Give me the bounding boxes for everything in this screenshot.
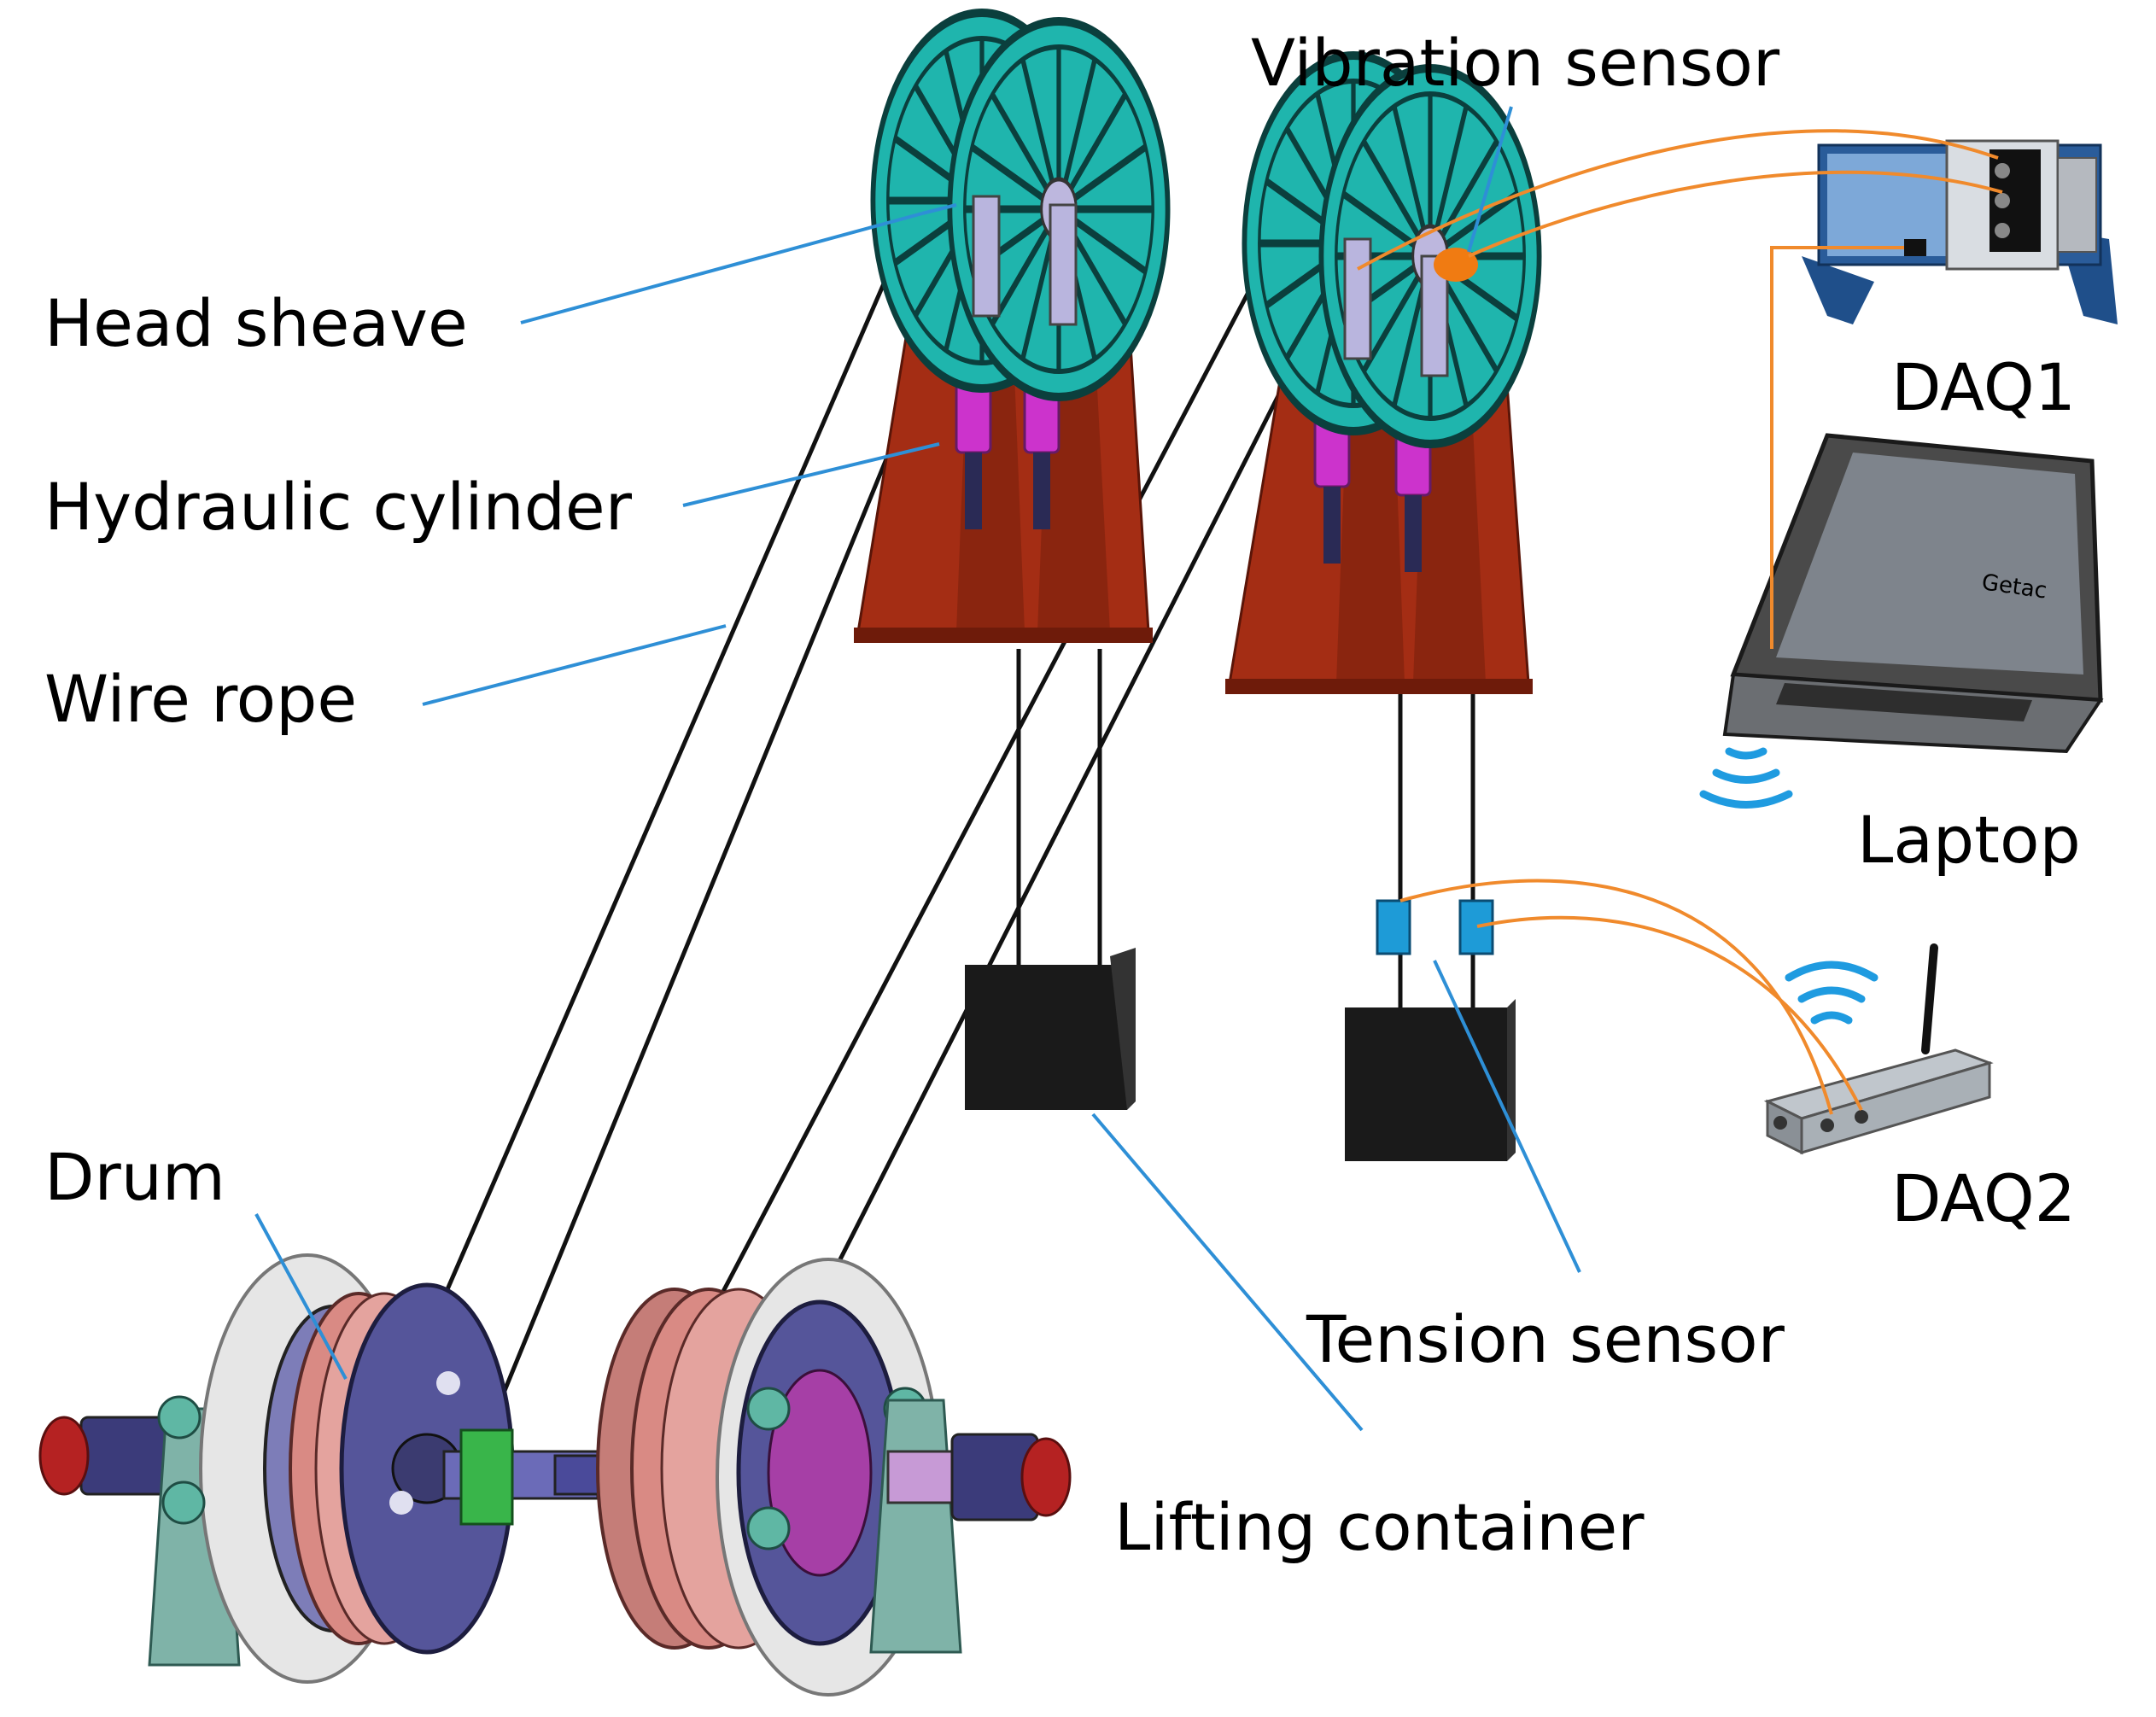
leader-line-head-sheave <box>520 212 923 324</box>
signal-wire <box>1770 246 1904 649</box>
wifi-icon <box>1785 961 1878 1025</box>
wire-rope <box>749 254 1352 1436</box>
leader-line-tension-sensor <box>1433 960 1581 1273</box>
laptop: Getac <box>1722 433 2104 754</box>
drum-support <box>869 1399 962 1654</box>
stand-base <box>854 628 1153 643</box>
label-hydraulic-cylinder: Hydraulic cylinder <box>44 469 633 545</box>
label-daq1: DAQ1 <box>1891 349 2076 425</box>
bearing-block <box>1049 203 1078 326</box>
label-laptop: Laptop <box>1857 802 2081 878</box>
bearing-block <box>1343 237 1372 360</box>
drum-right <box>553 1258 1072 1697</box>
label-daq2: DAQ2 <box>1891 1160 2076 1236</box>
signal-wire <box>1357 129 1999 271</box>
label-wire-rope: Wire rope <box>44 661 357 737</box>
label-drum: Drum <box>44 1139 225 1215</box>
tension-sensor <box>1376 899 1411 955</box>
signal-wire <box>1399 879 1833 1115</box>
motor <box>79 1416 168 1496</box>
bearing-seat <box>459 1428 514 1526</box>
leader-line-vibration-sensor <box>1467 106 1513 253</box>
lifting-container-left <box>965 948 1136 1110</box>
signal-wires <box>1357 129 2003 1115</box>
bearing-block <box>972 195 1001 318</box>
daq1-chassis <box>1802 139 2118 324</box>
label-lifting-container: Lifting container <box>1114 1489 1645 1565</box>
label-tension-sensor: Tension sensor <box>1306 1301 1785 1377</box>
label-head-sheave: Head sheave <box>44 285 468 361</box>
leader-line-drum <box>254 1213 348 1380</box>
wifi-icon <box>1699 747 1793 809</box>
wire-rope <box>412 204 920 1367</box>
stand-base <box>1225 679 1533 694</box>
vibration-sensor <box>1434 248 1478 282</box>
leader-line-head-sheave <box>921 203 957 215</box>
leader-line-hydraulic-cylinder <box>682 442 940 507</box>
tension-sensor <box>1458 899 1494 955</box>
daq2-device <box>1763 943 1994 1155</box>
leader-line-lifting-container <box>1091 1113 1364 1432</box>
head-sheave-assembly-left <box>854 9 1171 643</box>
head-sheave-assembly-right <box>1225 51 1542 694</box>
signal-wire <box>1476 915 1863 1111</box>
drum-left <box>38 1253 599 1684</box>
wire-rope <box>663 229 1283 1402</box>
leader-line-wire-rope <box>422 624 727 706</box>
leader-lines <box>254 106 1581 1432</box>
antenna <box>1921 943 1938 1054</box>
label-vibration-sensor: Vibration sensor <box>1251 25 1780 101</box>
signal-wire <box>1468 170 2003 258</box>
